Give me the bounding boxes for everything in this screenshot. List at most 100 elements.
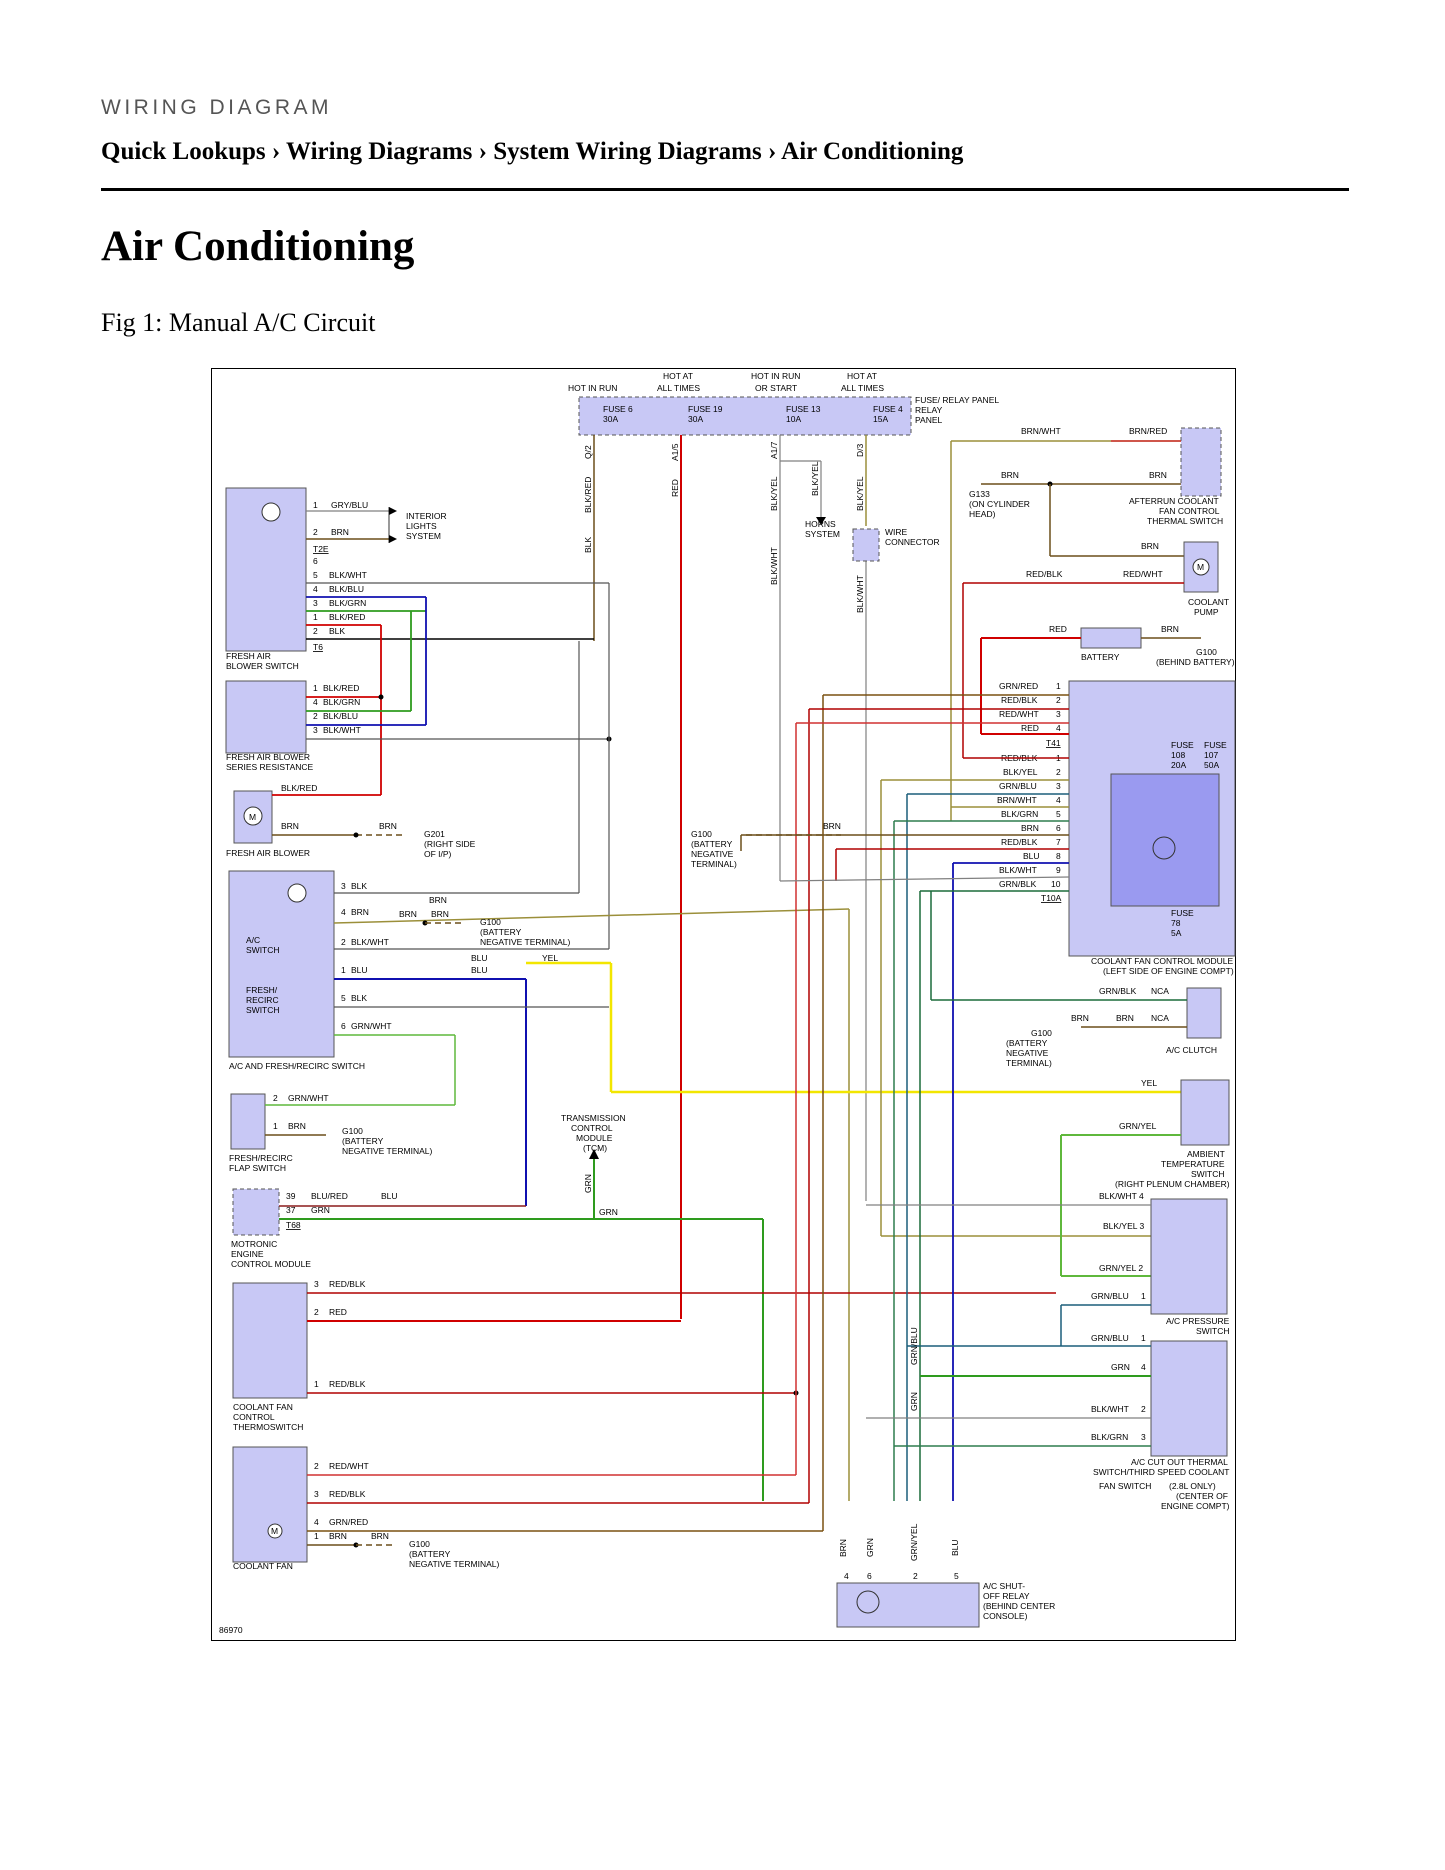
svg-text:GRN/BLK: GRN/BLK <box>999 879 1037 889</box>
power-label-2: HOT AT <box>663 371 693 381</box>
svg-text:(RIGHT PLENUM CHAMBER): (RIGHT PLENUM CHAMBER) <box>1115 1179 1230 1189</box>
svg-text:RED/BLK: RED/BLK <box>329 1279 366 1289</box>
svg-text:BRN/WHT: BRN/WHT <box>1021 426 1061 436</box>
svg-text:BLU: BLU <box>381 1191 398 1201</box>
svg-text:BLU: BLU <box>471 953 488 963</box>
g133-label: G133 <box>969 489 990 499</box>
svg-text:NCA: NCA <box>1151 986 1169 996</box>
svg-text:BLK/WHT: BLK/WHT <box>329 570 367 580</box>
svg-text:GRN/BLU: GRN/BLU <box>1091 1291 1129 1301</box>
fuse-panel-label: FUSE/ RELAY PANEL <box>915 395 999 405</box>
label-ac-fresh-recirc-switch: A/C AND FRESH/RECIRC SWITCH <box>229 1061 365 1071</box>
svg-text:1: 1 <box>341 965 346 975</box>
svg-text:BRN: BRN <box>1161 624 1179 634</box>
svg-text:6: 6 <box>867 1571 872 1581</box>
svg-text:BLK: BLK <box>329 626 345 636</box>
svg-text:GRN: GRN <box>865 1538 875 1557</box>
svg-text:(BATTERY: (BATTERY <box>1006 1038 1048 1048</box>
svg-text:GRN/RED: GRN/RED <box>329 1517 368 1527</box>
svg-text:YEL: YEL <box>542 953 558 963</box>
svg-text:BRN: BRN <box>351 907 369 917</box>
svg-text:BLK/GRN: BLK/GRN <box>1001 809 1038 819</box>
svg-text:2: 2 <box>313 527 318 537</box>
svg-text:T6: T6 <box>313 642 323 652</box>
svg-text:NCA: NCA <box>1151 1013 1169 1023</box>
svg-text:RED: RED <box>1021 723 1039 733</box>
svg-text:RELAY: RELAY <box>915 405 943 415</box>
coolant-fan <box>232 1446 308 1563</box>
svg-text:M: M <box>249 812 256 822</box>
svg-text:ALL TIMES: ALL TIMES <box>657 383 700 393</box>
pump-motor-icon <box>1192 558 1210 576</box>
svg-text:BRN: BRN <box>431 909 449 919</box>
svg-text:GRN: GRN <box>311 1205 330 1215</box>
svg-text:YEL: YEL <box>1141 1078 1157 1088</box>
svg-text:GRN: GRN <box>909 1392 919 1411</box>
page-title: Air Conditioning <box>101 223 415 270</box>
svg-text:BLU: BLU <box>1023 851 1040 861</box>
svg-text:FAN CONTROL: FAN CONTROL <box>1159 506 1220 516</box>
g201-label: G201 <box>424 829 445 839</box>
svg-text:4: 4 <box>1056 723 1061 733</box>
svg-text:3: 3 <box>1056 781 1061 791</box>
svg-text:5: 5 <box>1056 809 1061 819</box>
svg-text:3: 3 <box>313 598 318 608</box>
svg-text:GRN/WHT: GRN/WHT <box>351 1021 392 1031</box>
svg-text:RECIRC: RECIRC <box>246 995 279 1005</box>
svg-text:GRN/BLU: GRN/BLU <box>999 781 1037 791</box>
svg-text:A1/5: A1/5 <box>670 443 680 461</box>
wiring-diagram: FUSE/ RELAY PANEL HOT IN RUN HOT AT ALL … <box>219 371 1236 1635</box>
svg-text:PANEL: PANEL <box>915 415 943 425</box>
svg-text:4: 4 <box>314 1517 319 1527</box>
svg-text:GRY/BLU: GRY/BLU <box>331 500 368 510</box>
svg-text:BLK/WHT: BLK/WHT <box>351 937 389 947</box>
svg-text:CONTROL: CONTROL <box>571 1123 613 1133</box>
svg-text:D/3: D/3 <box>855 444 865 458</box>
svg-text:OFF RELAY: OFF RELAY <box>983 1591 1030 1601</box>
svg-text:30A: 30A <box>688 414 703 424</box>
label-coolant-fan: COOLANT FAN <box>233 1561 293 1571</box>
svg-text:FAN SWITCH: FAN SWITCH <box>1099 1481 1151 1491</box>
svg-text:RED/BLK: RED/BLK <box>329 1489 366 1499</box>
svg-text:CONSOLE): CONSOLE) <box>983 1611 1028 1621</box>
svg-text:4: 4 <box>313 697 318 707</box>
svg-text:TERMINAL): TERMINAL) <box>691 859 737 869</box>
svg-text:RED/WHT: RED/WHT <box>329 1461 369 1471</box>
svg-text:BRN: BRN <box>1141 541 1159 551</box>
svg-text:BLK/GRN: BLK/GRN <box>323 697 360 707</box>
svg-text:BRN: BRN <box>281 821 299 831</box>
svg-text:T2E: T2E <box>313 544 329 554</box>
svg-text:6: 6 <box>1056 823 1061 833</box>
battery <box>1080 627 1142 649</box>
svg-text:ENGINE: ENGINE <box>231 1249 264 1259</box>
breadcrumb[interactable]: Quick Lookups › Wiring Diagrams › System… <box>101 138 964 165</box>
svg-text:GRN/BLK: GRN/BLK <box>1099 986 1137 996</box>
svg-text:MODULE: MODULE <box>576 1133 613 1143</box>
svg-text:BLK/WHT: BLK/WHT <box>855 575 865 613</box>
g100-label-4: G100 <box>691 829 712 839</box>
svg-text:ALL TIMES: ALL TIMES <box>841 383 884 393</box>
ac-clutch <box>1186 987 1222 1039</box>
ac-fresh-recirc-switch <box>228 870 335 1058</box>
svg-text:(CENTER OF: (CENTER OF <box>1176 1491 1228 1501</box>
svg-text:NEGATIVE: NEGATIVE <box>691 849 734 859</box>
svg-text:1: 1 <box>1056 681 1061 691</box>
svg-text:M: M <box>271 1526 278 1536</box>
label-battery: BATTERY <box>1081 652 1120 662</box>
svg-text:BLK/YEL: BLK/YEL <box>1003 767 1038 777</box>
svg-text:CONNECTOR: CONNECTOR <box>885 537 940 547</box>
label-fresh-air-blower-switch: FRESH AIR <box>226 651 271 661</box>
label-thermoswitch: COOLANT FAN <box>233 1402 293 1412</box>
svg-text:BLK/RED: BLK/RED <box>583 477 593 513</box>
svg-text:BLK/BLU: BLK/BLU <box>329 584 364 594</box>
svg-text:RED: RED <box>329 1307 347 1317</box>
svg-text:2: 2 <box>314 1307 319 1317</box>
svg-text:BLK: BLK <box>351 881 367 891</box>
horns-label: HORNS <box>805 519 836 529</box>
svg-text:GRN/BLU: GRN/BLU <box>909 1327 919 1365</box>
svg-text:NEGATIVE TERMINAL): NEGATIVE TERMINAL) <box>409 1559 500 1569</box>
svg-text:SWITCH: SWITCH <box>246 945 280 955</box>
